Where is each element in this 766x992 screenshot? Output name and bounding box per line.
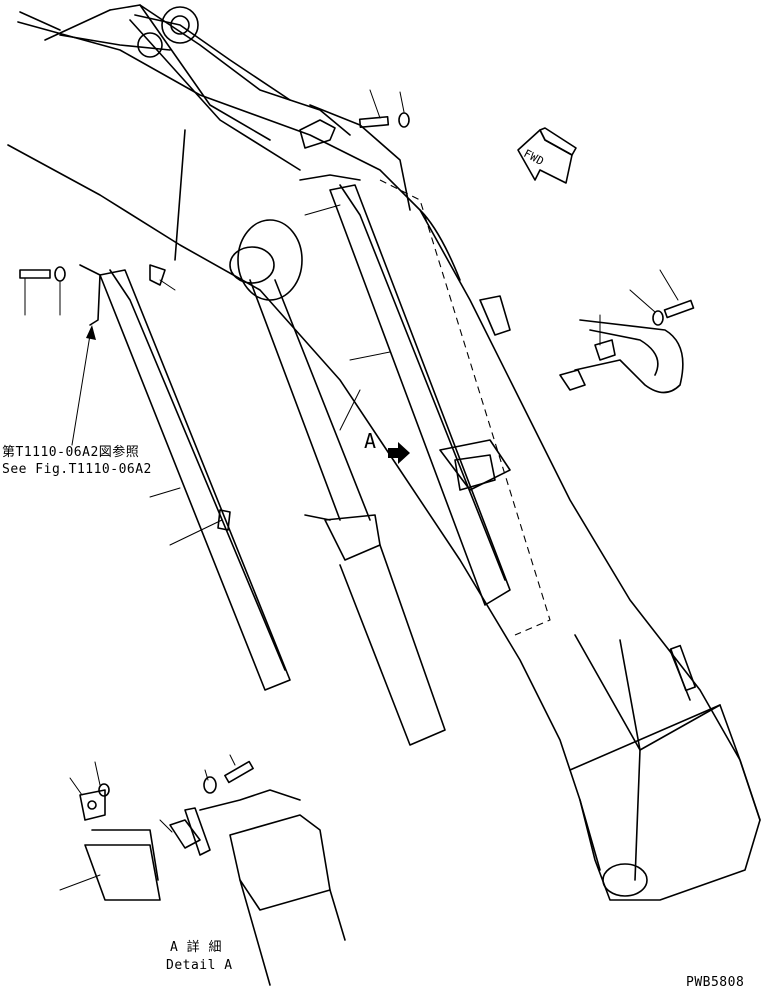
left-cover [79,264,291,691]
boom-body [7,9,761,901]
hose-clamp [479,295,684,394]
reference-jp-label: 第T1110-06A2図参照 [2,445,140,460]
detail-a [59,754,346,986]
bolt-icon [663,299,695,319]
washer-icon [54,266,66,282]
fasteners [19,112,695,326]
washer-icon [398,112,410,128]
boom-head [109,4,411,211]
boom-cylinder [229,219,446,746]
view-marker-label: A [364,429,377,453]
right-cover [329,179,551,636]
bolt-icon [358,115,390,129]
detail-title-jp: A 詳 細 [170,940,222,955]
washer-icon [652,310,664,326]
detail-title-en: Detail A [166,958,233,973]
view-arrow-icon [388,442,410,464]
bolt-icon [19,269,51,279]
leader-lines [24,89,679,546]
reference-en-label: See Fig.T1110-06A2 [2,462,152,477]
fwd-arrow-icon [517,127,577,184]
drawing-number: PWB5808 [686,975,745,990]
